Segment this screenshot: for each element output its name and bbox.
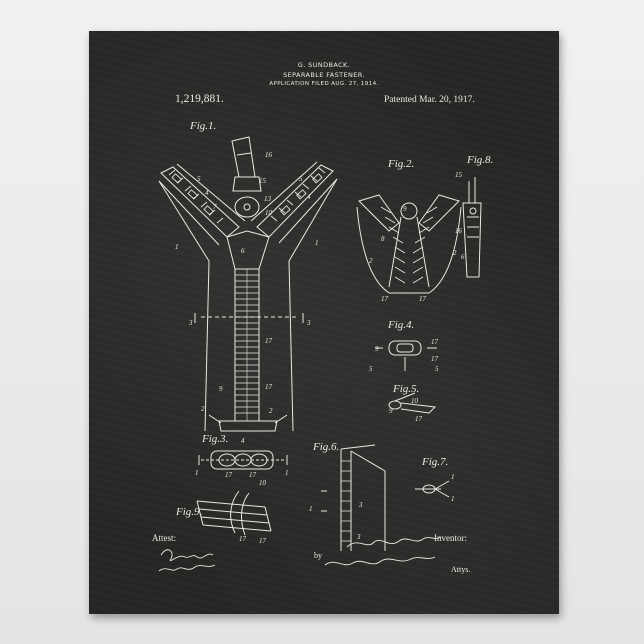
svg-text:2: 2 — [269, 407, 273, 415]
svg-text:3: 3 — [306, 319, 311, 327]
fig4-drawing — [375, 341, 437, 371]
svg-text:4: 4 — [241, 437, 245, 445]
svg-text:3: 3 — [356, 533, 361, 541]
svg-text:17: 17 — [381, 295, 389, 303]
svg-text:5: 5 — [435, 365, 439, 373]
svg-text:6: 6 — [461, 253, 465, 261]
svg-text:17: 17 — [415, 415, 423, 423]
svg-text:17: 17 — [225, 471, 233, 479]
svg-text:17: 17 — [239, 535, 247, 543]
signatures — [159, 537, 441, 571]
svg-text:3: 3 — [188, 319, 193, 327]
svg-text:10: 10 — [411, 397, 419, 405]
svg-text:17: 17 — [431, 338, 439, 346]
svg-text:16: 16 — [265, 151, 273, 159]
svg-text:9: 9 — [219, 385, 223, 393]
svg-text:5: 5 — [299, 175, 303, 183]
patent-drawings: 16 15 13 10 5 4 7 5 4 1 1 6 3 3 17 17 9 … — [89, 31, 559, 614]
svg-text:3: 3 — [358, 501, 363, 509]
svg-text:17: 17 — [265, 337, 273, 345]
svg-text:1: 1 — [309, 505, 313, 513]
svg-text:1: 1 — [175, 243, 179, 251]
svg-text:17: 17 — [265, 383, 273, 391]
svg-text:7: 7 — [213, 203, 217, 211]
svg-text:4: 4 — [205, 189, 209, 197]
svg-text:17: 17 — [259, 537, 267, 545]
svg-text:9: 9 — [389, 407, 393, 415]
svg-text:17: 17 — [249, 471, 257, 479]
fig2-drawing — [357, 195, 461, 293]
svg-text:4: 4 — [307, 193, 311, 201]
fig8-drawing — [463, 177, 481, 277]
svg-text:16: 16 — [455, 227, 463, 235]
svg-text:1: 1 — [195, 469, 199, 477]
svg-text:1: 1 — [451, 473, 455, 481]
svg-text:17: 17 — [431, 355, 439, 363]
fig6-drawing — [321, 445, 385, 551]
svg-text:9: 9 — [375, 345, 379, 353]
svg-text:15: 15 — [455, 171, 463, 179]
svg-text:10: 10 — [259, 479, 267, 487]
fig1-zipper-drawing — [159, 137, 337, 431]
svg-text:17: 17 — [419, 295, 427, 303]
svg-text:15: 15 — [259, 177, 267, 185]
svg-text:1: 1 — [451, 495, 455, 503]
svg-text:1: 1 — [285, 469, 289, 477]
svg-text:2: 2 — [369, 257, 373, 265]
patent-poster: G. SUNDBACK. SEPARABLE FASTENER. APPLICA… — [89, 31, 559, 614]
svg-text:9: 9 — [403, 205, 407, 213]
svg-text:1: 1 — [315, 239, 319, 247]
svg-text:8: 8 — [381, 235, 385, 243]
fig3-drawing — [199, 451, 287, 469]
svg-text:2: 2 — [201, 405, 205, 413]
svg-text:10: 10 — [265, 209, 273, 217]
fig7-drawing — [415, 481, 449, 497]
svg-text:2: 2 — [453, 249, 457, 257]
svg-text:5: 5 — [369, 365, 373, 373]
svg-text:6: 6 — [241, 247, 245, 255]
fig9-drawing — [197, 491, 271, 535]
svg-text:5: 5 — [197, 175, 201, 183]
svg-text:13: 13 — [264, 195, 272, 203]
